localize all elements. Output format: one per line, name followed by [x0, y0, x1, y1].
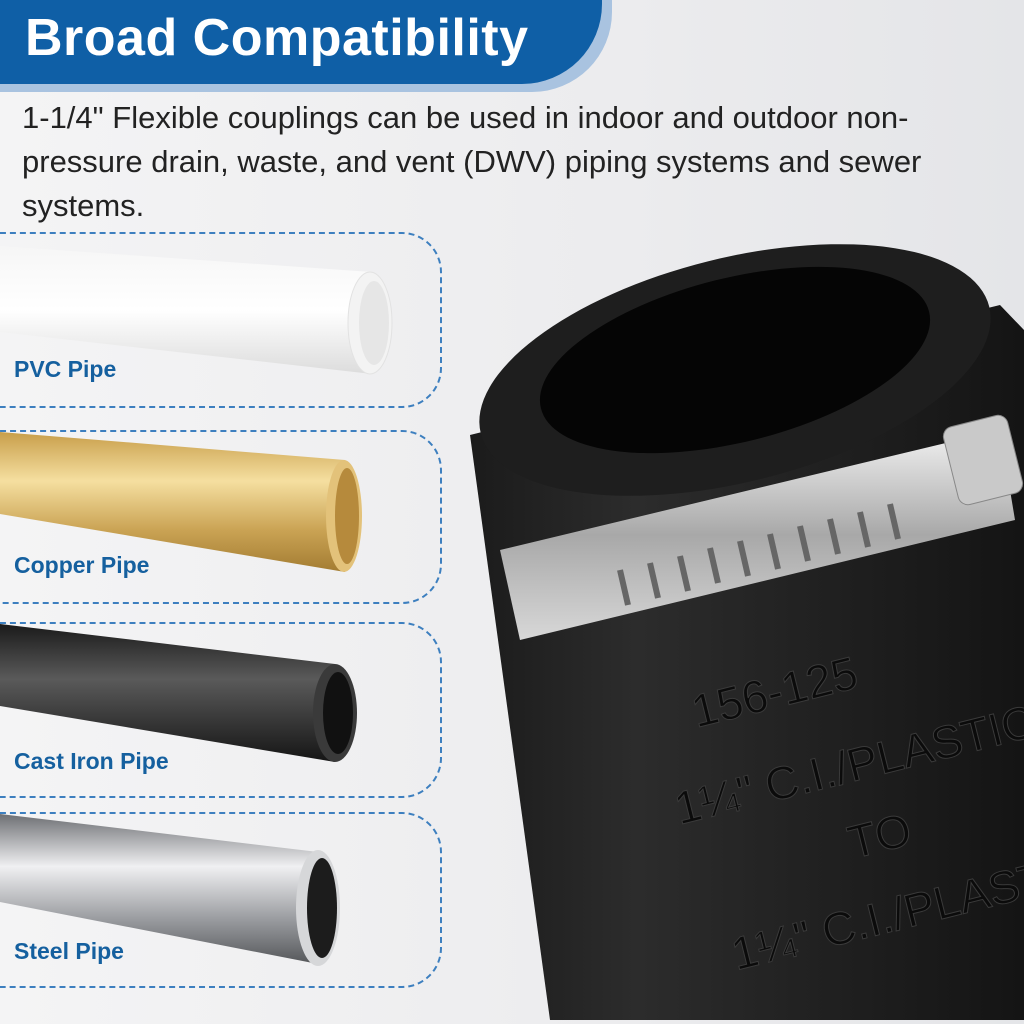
- pvc-pipe-image: [0, 246, 393, 375]
- description: 1-1/4" Flexible couplings can be used in…: [22, 100, 922, 223]
- title-banner: [0, 0, 602, 84]
- pipe-card-pvc: PVC Pipe: [0, 232, 442, 408]
- cast-iron-pipe-image: [0, 624, 357, 762]
- pipe-label: Cast Iron Pipe: [14, 748, 169, 774]
- steel-pipe-image: [0, 814, 340, 966]
- pipe-label: Copper Pipe: [14, 552, 150, 578]
- pipe-card-cast-iron: Cast Iron Pipe: [0, 622, 442, 798]
- pipe-card-steel: Steel Pipe: [0, 812, 442, 988]
- rubber-coupling-image: 156-125 1¼" C.I./PLASTIC TO 1¼" C.I./PLA…: [470, 244, 1024, 1020]
- pipe-label: PVC Pipe: [14, 356, 117, 382]
- pipe-label: Steel Pipe: [14, 938, 124, 964]
- pipe-card-copper: Copper Pipe: [0, 430, 442, 604]
- copper-pipe-image: [0, 432, 362, 572]
- page-title: Broad Compatibility: [25, 9, 529, 67]
